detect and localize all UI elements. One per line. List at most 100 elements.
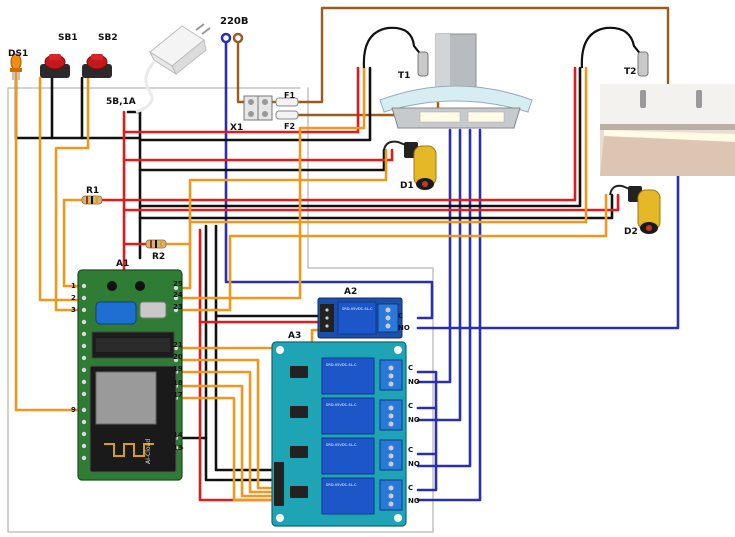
orange-wire-pin21-a2 <box>180 328 320 350</box>
blue-wire-hood-2 <box>416 128 462 422</box>
red-wire-d2 <box>122 193 620 212</box>
red-wire-d1 <box>122 148 394 162</box>
mains-brown-wire <box>236 40 277 104</box>
led-ds1 <box>10 53 22 80</box>
a2-term-c: C <box>398 312 403 320</box>
a1-pin-2: 2 <box>71 294 76 302</box>
label-x1: X1 <box>230 123 243 133</box>
a3-3-term-c: C <box>408 446 413 454</box>
a3-2-term-c: C <box>408 402 413 410</box>
orange-wire-pin24-t1 <box>180 66 366 300</box>
red-wire-t1 <box>122 66 360 134</box>
label-d2: D2 <box>624 227 638 237</box>
a3-3-term-no: NO <box>408 460 420 468</box>
button-sb2 <box>82 54 112 78</box>
ir-sensor-d1 <box>383 140 437 190</box>
orange-wire-pin20-a3 <box>180 358 274 490</box>
orange-wire-pin23-d2 <box>180 193 608 312</box>
a1-pin-14: 14 <box>173 431 183 439</box>
label-sb1: SB1 <box>58 33 78 43</box>
a1-pin-17: 17 <box>173 391 183 399</box>
a1-pin-18: 18 <box>173 379 183 387</box>
a1-chip-label: AI-Cloud <box>145 439 152 464</box>
a3-relay2-text: SRD-05VDC-SL-C <box>326 403 357 407</box>
a1-pin-19: 19 <box>173 365 183 373</box>
a3-1-term-c: C <box>408 364 413 372</box>
a2-term-no: NO <box>398 324 410 332</box>
a1-pin-9: 9 <box>71 406 76 414</box>
button-sb1 <box>40 54 70 78</box>
a1-left-pins <box>81 283 87 461</box>
relay-module-a3: SRD-05VDC-SL-C SRD-05VDC-SL-C SRD-05VDC-… <box>271 341 407 527</box>
a1-pin-23: 23 <box>173 303 183 311</box>
a1-pin-1: 1 <box>71 282 76 290</box>
orange-wire-t2 <box>188 66 588 224</box>
orange-wire-sb1-pin2 <box>38 76 80 302</box>
black-gnd-to-a2 <box>214 224 320 472</box>
label-a3: A3 <box>288 331 301 341</box>
label-sb2: SB2 <box>98 33 118 43</box>
controller-board-a1: AI-Cloud <box>77 269 183 481</box>
relay-module-a2: SRD-05VDC-SL-C <box>317 297 403 339</box>
power-adapter <box>135 23 211 114</box>
a3-relay1-text: SRD-05VDC-SL-C <box>326 363 357 367</box>
black-wire-t1 <box>138 66 372 142</box>
board-outline <box>7 87 434 533</box>
blue-wire-lamp <box>416 140 680 330</box>
orange-wire-pin25 <box>164 242 192 290</box>
orange-wire-ds1-pin9 <box>14 70 80 412</box>
a1-pin-25: 25 <box>173 280 183 288</box>
label-f2: F2 <box>284 122 295 131</box>
a3-4-term-c: C <box>408 484 413 492</box>
label-a2: A2 <box>344 287 357 297</box>
a1-pin-21: 21 <box>173 341 183 349</box>
label-r1: R1 <box>86 186 99 196</box>
a3-relay4-text: SRD-05VDC-SL-C <box>326 483 357 487</box>
orange-wire-pin19-a3 <box>180 370 274 494</box>
orange-wire-pin18-a3 <box>180 384 274 498</box>
a3-relay3-text: SRD-05VDC-SL-C <box>326 443 357 447</box>
ir-sensor-d2 <box>609 184 661 234</box>
kitchen-hood <box>379 33 533 129</box>
orange-wire-sb2-pin3 <box>54 76 90 312</box>
label-t1: T1 <box>398 71 410 81</box>
blue-wire-hood-1 <box>416 128 452 384</box>
black-wire-t2 <box>138 66 582 208</box>
temp-sensor-t1 <box>362 26 429 77</box>
blue-wire-hood-4 <box>416 128 482 502</box>
black-wire-d1 <box>138 148 386 172</box>
red-5v-to-a3 <box>198 228 274 502</box>
label-t2: T2 <box>624 67 636 77</box>
label-ds1: DS1 <box>8 49 28 59</box>
label-f1: F1 <box>284 91 295 100</box>
label-d1: D1 <box>400 181 414 191</box>
resistor-r2 <box>145 239 167 249</box>
orange-wire-d1 <box>188 148 388 246</box>
fuse-block-x1 <box>243 95 299 121</box>
a1-pin-13: 13 <box>173 444 183 452</box>
a1-pin-3: 3 <box>71 306 76 314</box>
resistor-r1 <box>81 195 103 205</box>
blue-common-bus <box>416 370 438 492</box>
a1-pin-24: 24 <box>173 291 183 299</box>
orange-wire-pin1 <box>62 198 80 288</box>
label-psu: 5В,1А <box>106 97 136 107</box>
brown-wire-to-lamp <box>296 6 670 130</box>
cabinet-lamp <box>600 84 735 176</box>
mains-blue-wire <box>224 40 434 320</box>
label-a1: A1 <box>116 259 129 269</box>
a3-1-term-no: NO <box>408 378 420 386</box>
a1-pin-20: 20 <box>173 353 183 361</box>
mains-terminals <box>220 32 244 44</box>
orange-wire-pin17-a3 <box>180 396 274 502</box>
a3-2-term-no: NO <box>408 416 420 424</box>
red-wire-t2 <box>122 66 577 202</box>
blue-wires <box>224 40 680 502</box>
label-r2: R2 <box>152 252 165 262</box>
temp-sensor-t2 <box>580 26 649 77</box>
label-mains: 220В <box>220 16 249 27</box>
a2-relay-text: SRD-05VDC-SL-C <box>342 307 373 311</box>
a3-4-term-no: NO <box>408 497 420 505</box>
orange-wires <box>14 66 608 502</box>
